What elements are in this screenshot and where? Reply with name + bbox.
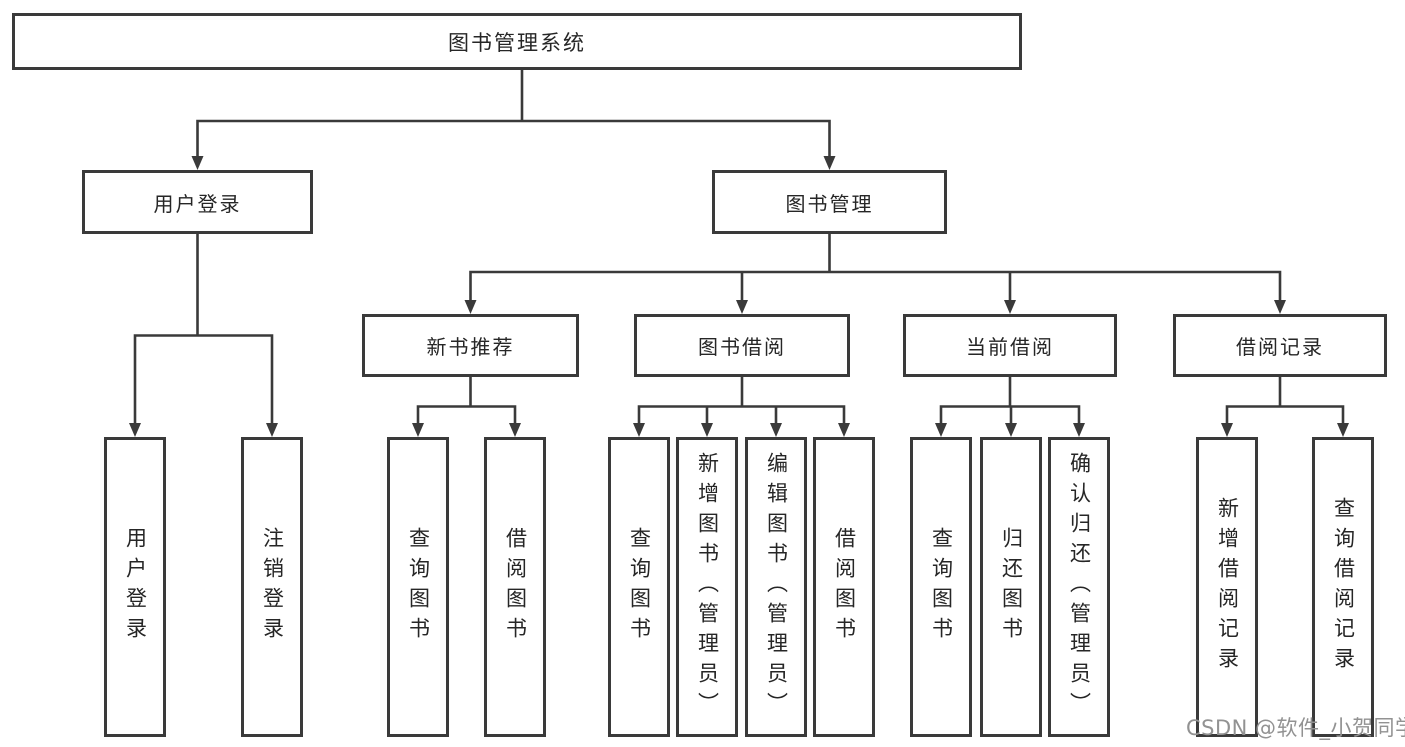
leaf-query-book-borrow: 查询图书 (608, 437, 670, 737)
branch-book-mgmt (464, 232, 1286, 314)
leaf-borrow-book: 借阅图书 (813, 437, 875, 737)
branch-current-borrow (935, 375, 1085, 437)
leaf-query-book-recommend: 查询图书 (387, 437, 449, 737)
node-root-system: 图书管理系统 (12, 13, 1022, 70)
leaf-user-login: 用户登录 (104, 437, 166, 737)
branch-new-book (412, 375, 521, 437)
node-book-borrow: 图书借阅 (634, 314, 850, 377)
leaf-logout: 注销登录 (241, 437, 303, 737)
leaf-confirm-return-admin: 确认归还（管理员） (1048, 437, 1110, 737)
leaf-add-book-admin: 新增图书（管理员） (676, 437, 738, 737)
branch-user-login (129, 232, 278, 437)
node-book-mgmt: 图书管理 (712, 170, 947, 234)
node-user-login: 用户登录 (82, 170, 313, 234)
node-current-borrow: 当前借阅 (903, 314, 1117, 377)
branch-root (191, 68, 836, 170)
leaf-borrow-book-recommend: 借阅图书 (484, 437, 546, 737)
branch-book-borrow (633, 375, 850, 437)
watermark: CSDN @软件_小贺同学 (1186, 716, 1405, 740)
leaf-edit-book-admin: 编辑图书（管理员） (745, 437, 807, 737)
branch-borrow-record (1221, 375, 1349, 437)
node-new-book-recommend: 新书推荐 (362, 314, 579, 377)
node-borrow-record: 借阅记录 (1173, 314, 1387, 377)
leaf-return-book: 归还图书 (980, 437, 1042, 737)
leaf-query-book-current: 查询图书 (910, 437, 972, 737)
leaf-query-borrow-record: 查询借阅记录 (1312, 437, 1374, 737)
leaf-add-borrow-record: 新增借阅记录 (1196, 437, 1258, 737)
